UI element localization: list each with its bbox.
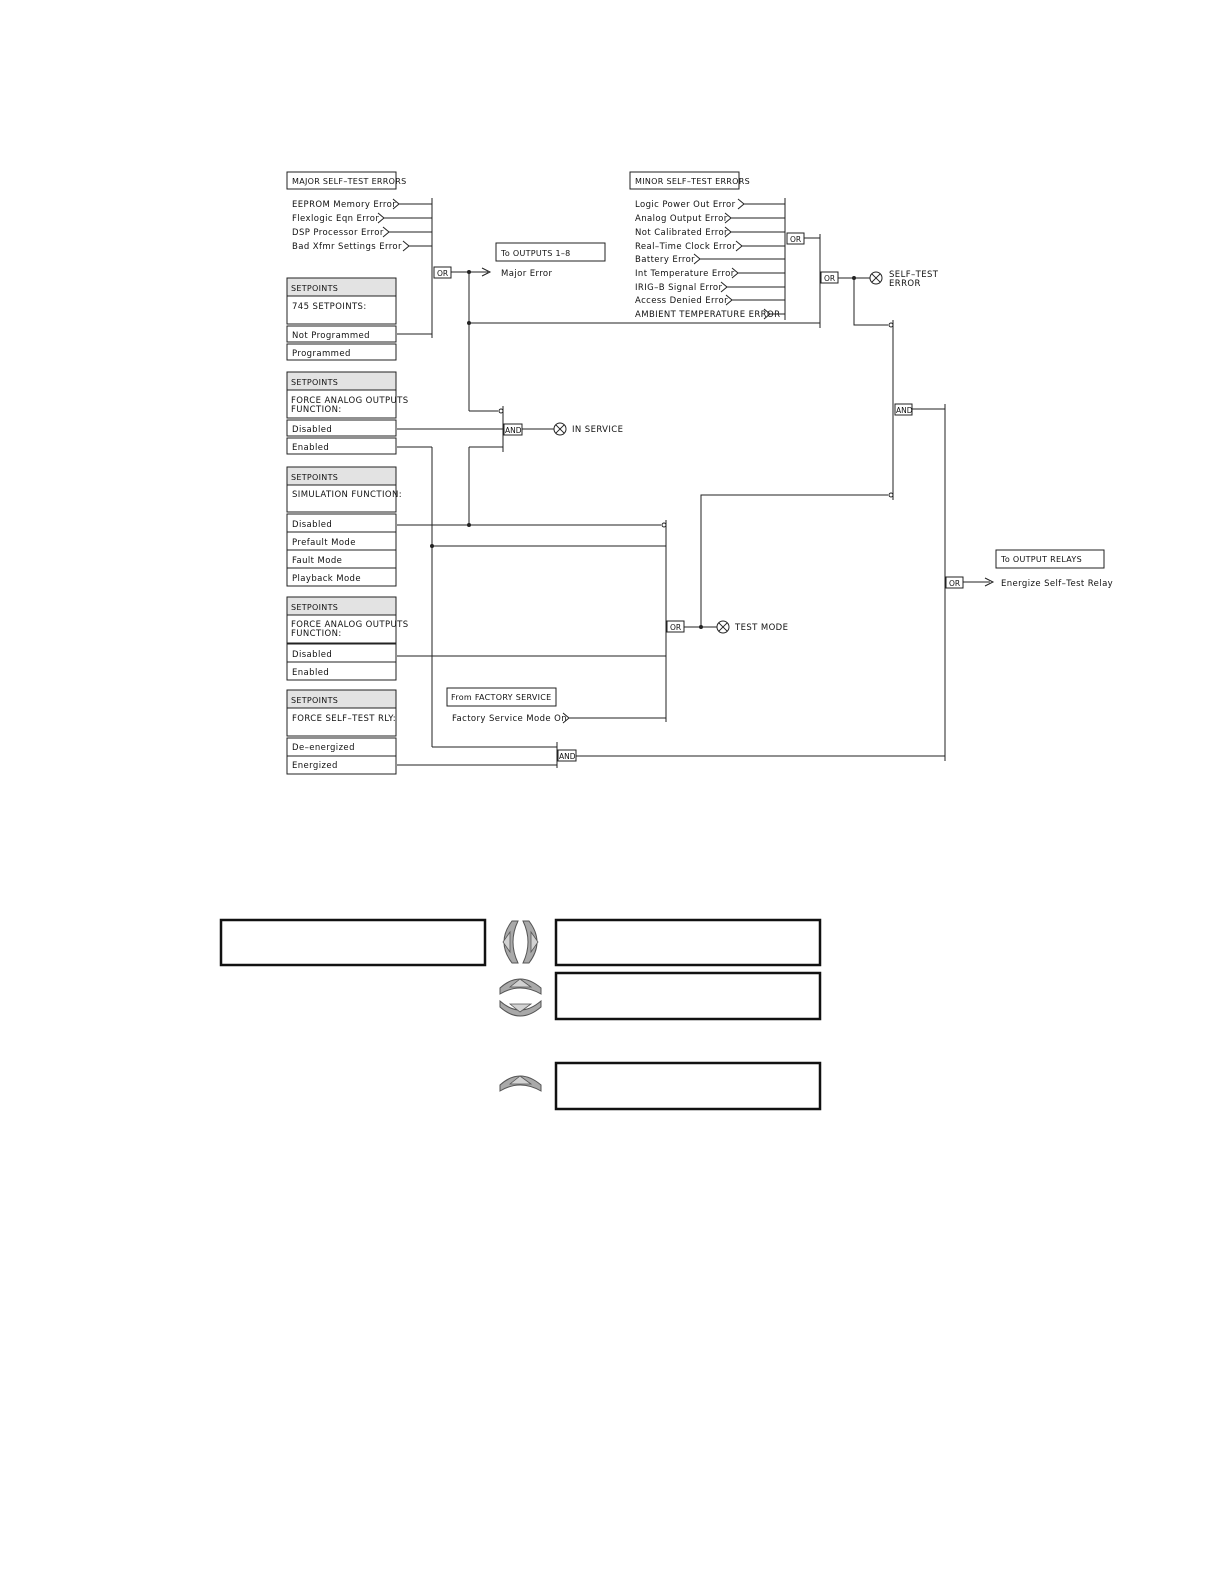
setpoint-option-label: De–energized — [292, 743, 355, 753]
setpoint-option-label: Enabled — [292, 443, 329, 453]
setpoint-title: SIMULATION FUNCTION: — [292, 490, 402, 500]
minor-errors-title: MINOR SELF–TEST ERRORS — [635, 177, 750, 186]
setpoint-option-label: Not Programmed — [292, 331, 370, 341]
setpoint-title: 745 SETPOINTS: — [292, 302, 367, 312]
setpoint-title: FUNCTION: — [291, 405, 342, 415]
factory-service-title: From FACTORY SERVICE — [451, 693, 552, 702]
or-gate-label: OR — [949, 579, 960, 588]
setpoint-option-label: Enabled — [292, 668, 329, 678]
setpoint-option — [286, 567, 397, 587]
setpoint-header-text: SETPOINTS — [291, 603, 338, 612]
setpoint-header-text: SETPOINTS — [291, 284, 338, 293]
setpoint-option-label: Disabled — [292, 650, 332, 660]
major-error-item: Bad Xfmr Settings Error — [292, 242, 402, 252]
and-gate-label: AND — [896, 406, 913, 415]
major-errors-title-box — [286, 171, 397, 190]
output-relays-title: To OUTPUT RELAYS — [1000, 555, 1082, 564]
minor-error-item: Real–Time Clock Error — [635, 242, 736, 252]
minor-error-item: Not Calibrated Error — [635, 228, 728, 238]
minor-errors-title-box — [629, 171, 740, 190]
factory-service-mode-label: Factory Service Mode On — [452, 714, 567, 724]
energize-relay-output: Energize Self–Test Relay — [1001, 579, 1113, 589]
setpoint-option-label: Disabled — [292, 425, 332, 435]
factory-service-box — [446, 687, 557, 707]
minor-error-item: AMBIENT TEMPERATURE ERROR — [635, 310, 780, 320]
setpoint-box: SETPOINTS SIMULATION FUNCTION: Disabled … — [286, 466, 402, 587]
setpoint-title: FORCE SELF–TEST RLY: — [292, 714, 396, 724]
left-right-arrow-keys-icon[interactable] — [502, 920, 539, 964]
setpoint-option-label: Energized — [292, 761, 338, 771]
and-gate-label: AND — [505, 426, 522, 435]
setpoint-option-label: Prefault Mode — [292, 538, 356, 548]
outputs-1-8-box — [495, 242, 606, 262]
setpoint-title: FUNCTION: — [291, 629, 342, 639]
major-error-output: Major Error — [501, 269, 553, 279]
display-box — [554, 971, 822, 1021]
setpoint-option — [286, 437, 397, 455]
setpoint-option-label: Playback Mode — [292, 574, 361, 584]
major-self-test-errors-group: MAJOR SELF–TEST ERRORS EEPROM Memory Err… — [286, 171, 433, 338]
setpoint-box: SETPOINTS FORCE ANALOG OUTPUTS FUNCTION:… — [286, 596, 409, 681]
up-arrow-key-icon[interactable] — [499, 1075, 542, 1092]
minor-error-item: IRIG–B Signal Error — [635, 283, 723, 293]
self-test-error-label: SELF–TEST — [889, 270, 939, 280]
setpoint-option — [286, 419, 397, 437]
setpoint-option-label: Fault Mode — [292, 556, 342, 566]
setpoint-option — [286, 661, 397, 681]
display-box — [219, 918, 487, 967]
and-gate-label: AND — [559, 752, 576, 761]
test-mode-lamp-icon — [716, 620, 730, 634]
setpoint-header-text: SETPOINTS — [291, 378, 338, 387]
minor-error-item: Battery Error — [635, 255, 695, 265]
in-service-label: IN SERVICE — [572, 425, 623, 435]
minor-error-item: Logic Power Out Error — [635, 200, 736, 210]
or-gate-label: OR — [824, 274, 835, 283]
major-error-item: Flexlogic Eqn Error — [292, 214, 379, 224]
setpoint-box: SETPOINTS FORCE SELF–TEST RLY: De–energi… — [286, 689, 397, 775]
major-error-item: EEPROM Memory Error — [292, 200, 396, 210]
minor-error-item: Int Temperature Error — [635, 269, 735, 279]
minor-error-item: Analog Output Error — [635, 214, 728, 224]
or-gate-label: OR — [670, 623, 681, 632]
self-test-error-label: ERROR — [889, 279, 921, 289]
setpoint-option-label: Disabled — [292, 520, 332, 530]
test-mode-label: TEST MODE — [734, 623, 788, 633]
major-errors-title: MAJOR SELF–TEST ERRORS — [292, 177, 406, 186]
or-gate-label: OR — [790, 235, 801, 244]
display-box — [554, 1061, 822, 1111]
setpoint-title: FORCE ANALOG OUTPUTS — [291, 396, 409, 406]
setpoint-header-text: SETPOINTS — [291, 696, 338, 705]
setpoint-option — [286, 343, 397, 361]
setpoint-header-text: SETPOINTS — [291, 473, 338, 482]
minor-error-item: Access Denied Error — [635, 296, 728, 306]
setpoint-option — [286, 325, 397, 343]
in-service-lamp-icon — [553, 422, 567, 436]
or-gate-label: OR — [437, 269, 448, 278]
minor-self-test-errors-group: MINOR SELF–TEST ERRORS Logic Power Out E… — [629, 171, 786, 320]
setpoint-box: SETPOINTS 745 SETPOINTS: Not Programmed … — [286, 277, 397, 361]
setpoint-box: SETPOINTS FORCE ANALOG OUTPUTS FUNCTION:… — [286, 371, 409, 455]
outputs-1-8-title: To OUTPUTS 1–8 — [500, 249, 571, 258]
display-box — [554, 918, 822, 967]
setpoint-option-label: Programmed — [292, 349, 351, 359]
setpoint-title: FORCE ANALOG OUTPUTS — [291, 620, 409, 630]
setpoint-option — [286, 755, 397, 775]
up-down-arrow-keys-icon[interactable] — [499, 978, 542, 1017]
major-error-item: DSP Processor Error — [292, 228, 384, 238]
self-test-error-lamp-icon — [869, 271, 883, 285]
output-relays-box — [995, 549, 1105, 569]
